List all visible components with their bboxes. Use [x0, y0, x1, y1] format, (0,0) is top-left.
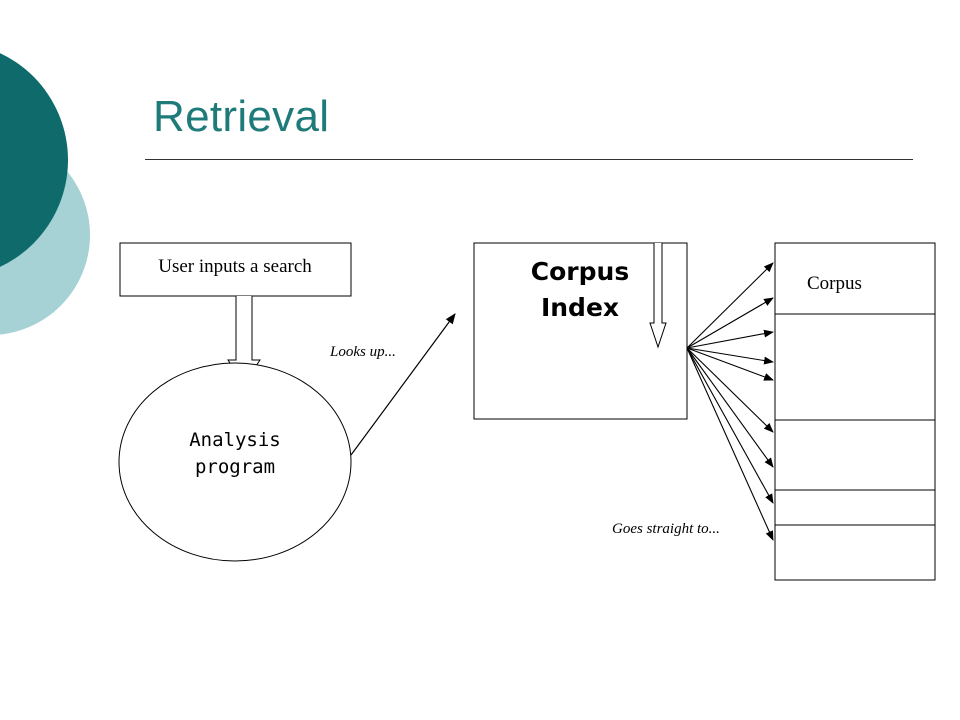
analysis-label-line2: program	[195, 456, 275, 478]
fan-arrow	[686, 347, 774, 381]
user-input-label: User inputs a search	[158, 256, 312, 277]
dark-teal-circle	[0, 53, 68, 267]
analysis-program-circle	[118, 362, 352, 562]
slide-title: Retrieval	[153, 92, 330, 141]
corpus-label: Corpus	[807, 273, 862, 294]
looks-up-label: Looks up...	[329, 344, 396, 360]
goes-straight-label: Goes straight to...	[612, 521, 720, 537]
fan-arrow	[686, 347, 774, 433]
corpus-box	[774, 242, 936, 581]
title-divider	[145, 159, 913, 160]
fan-arrows	[686, 262, 774, 541]
looks-up-arrow	[350, 313, 456, 456]
fan-arrow	[686, 297, 774, 349]
corpus-index-label-line2: Index	[541, 293, 619, 322]
corpus-index-box	[473, 242, 688, 420]
analysis-label-line1: Analysis	[189, 429, 281, 451]
fan-arrow	[686, 347, 774, 365]
fan-arrow	[686, 347, 774, 504]
fan-arrow	[686, 262, 774, 349]
corpus-index-label-line1: Corpus	[531, 257, 629, 286]
fan-arrow	[686, 329, 774, 349]
user-input-box	[119, 242, 352, 297]
hollow-down-arrow-index	[649, 243, 667, 349]
fan-arrow	[686, 347, 774, 541]
fan-arrow	[686, 347, 774, 468]
